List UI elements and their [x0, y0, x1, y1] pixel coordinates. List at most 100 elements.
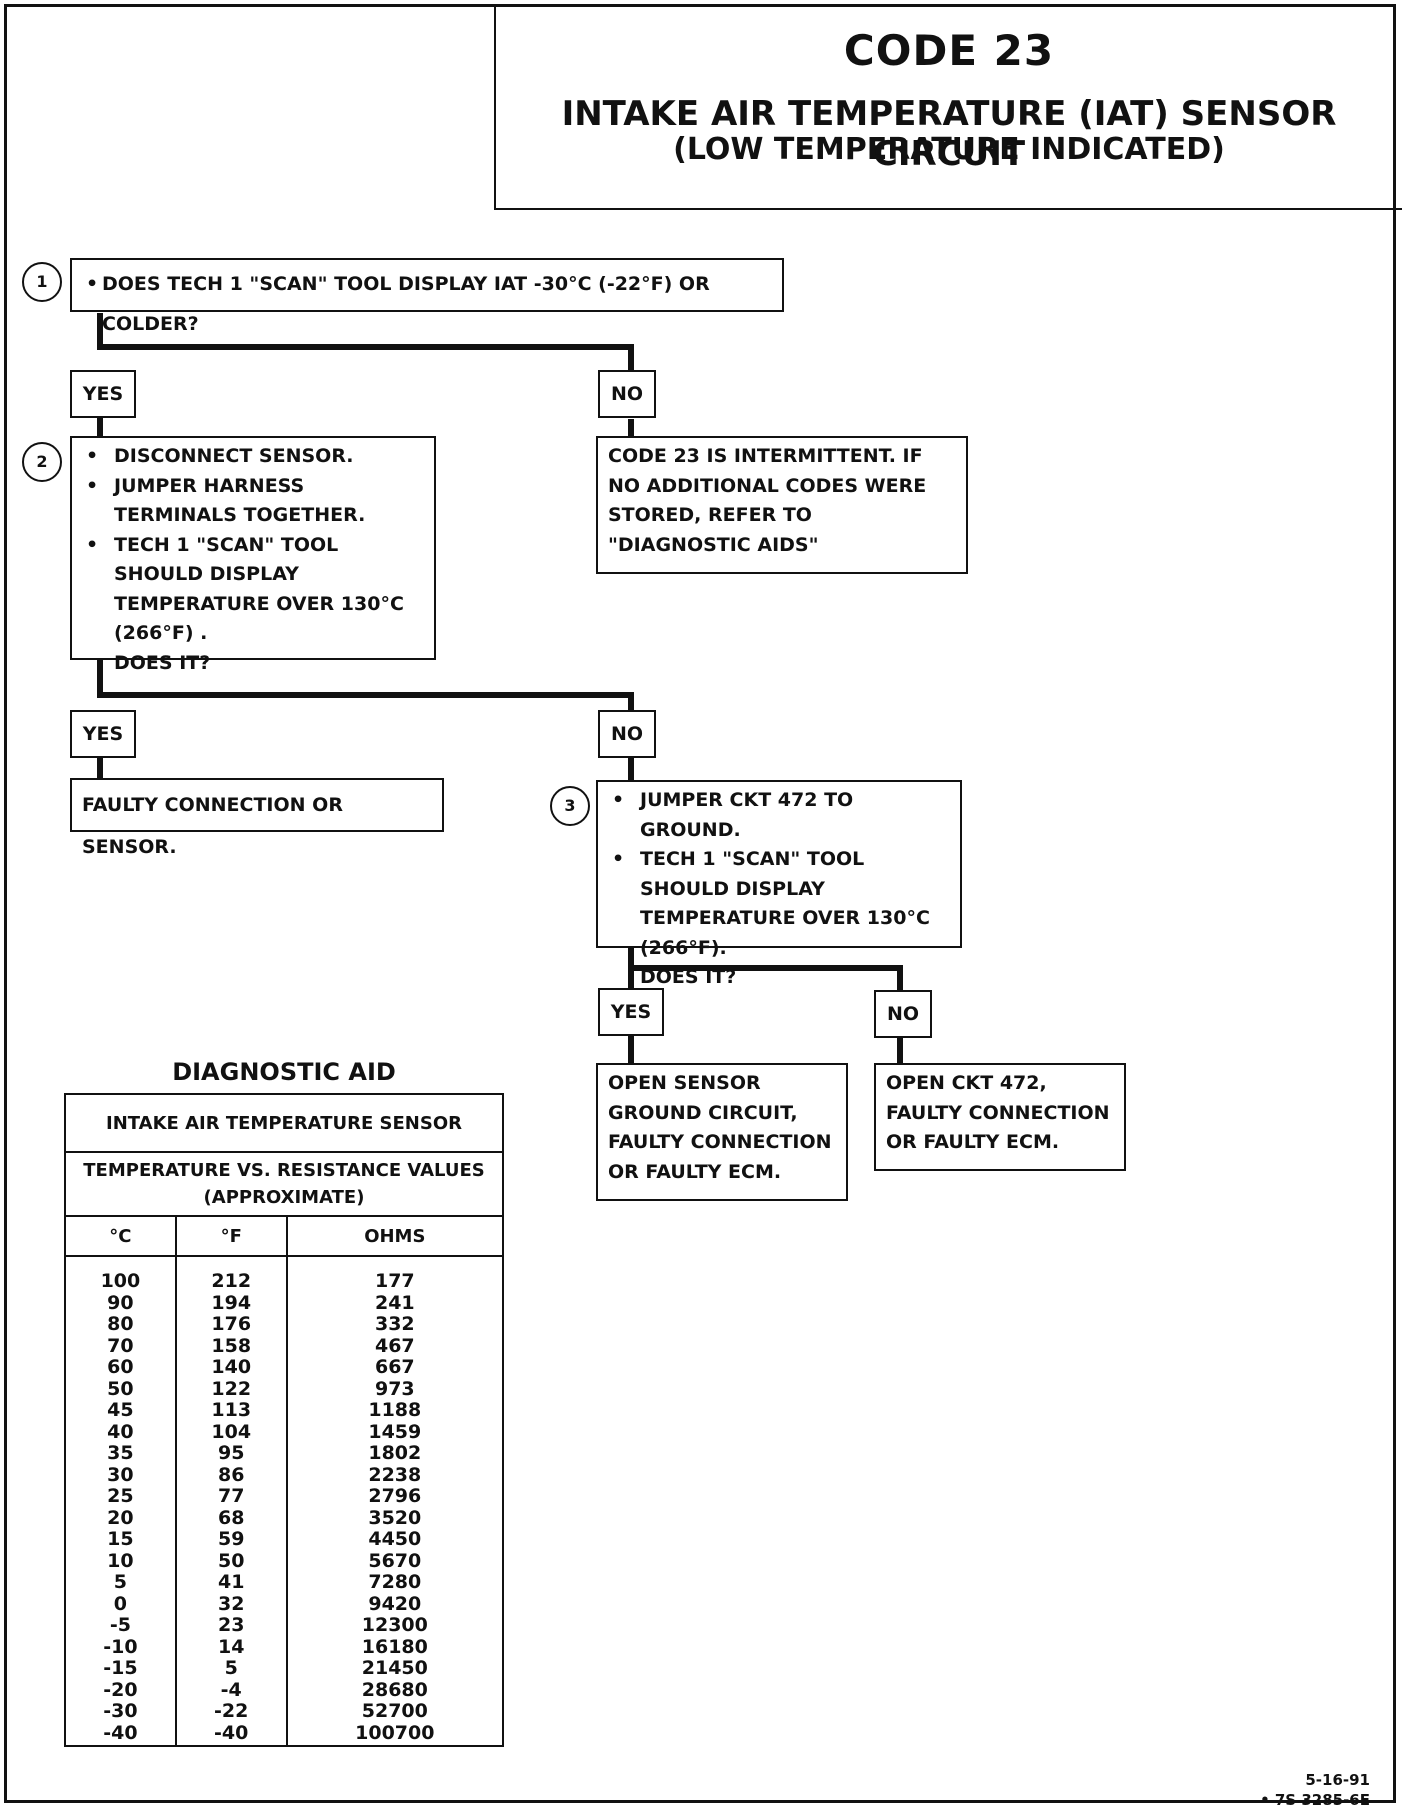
ohms-value: 100700 — [355, 1721, 435, 1744]
column-header-celsius: °C — [64, 1215, 177, 1257]
fahrenheit-value: 212 — [211, 1270, 252, 1292]
ohms-value: 2238 — [368, 1463, 422, 1486]
celsius-value: 70 — [107, 1334, 134, 1357]
fahrenheit-value: 41 — [217, 1571, 245, 1593]
ohms-value: 21450 — [361, 1657, 428, 1679]
step-3-bullet: TECH 1 "SCAN" TOOL SHOULD DISPLAY TEMPER… — [608, 845, 950, 963]
fahrenheit-value: 113 — [211, 1399, 252, 1421]
celsius-value: -10 — [103, 1635, 138, 1658]
fahrenheit-value: -40 — [214, 1721, 249, 1744]
celsius-value: 60 — [107, 1356, 134, 1378]
fahrenheit-value: 32 — [217, 1592, 245, 1615]
celsius-value: 25 — [107, 1485, 134, 1507]
result-open-ckt-472: OPEN CKT 472, FAULTY CONNECTION OR FAULT… — [874, 1063, 1126, 1171]
sensor-name: INTAKE AIR TEMPERATURE SENSOR — [64, 1093, 504, 1153]
ohms-value: 7280 — [368, 1571, 422, 1593]
step-3-number: 3 — [550, 786, 590, 826]
result-open-sensor-ground: OPEN SENSOR GROUND CIRCUIT, FAULTY CONNE… — [596, 1063, 848, 1201]
step-3-box: JUMPER CKT 472 TO GROUND. TECH 1 "SCAN" … — [596, 780, 962, 988]
fahrenheit-value: 86 — [217, 1463, 245, 1486]
ohms-value: 3520 — [368, 1506, 422, 1529]
celsius-value: 100 — [100, 1270, 141, 1292]
fahrenheit-value: 59 — [217, 1528, 245, 1550]
chart-header: CODE 23 INTAKE AIR TEMPERATURE (IAT) SEN… — [494, 4, 1402, 210]
celsius-value: -5 — [109, 1614, 131, 1636]
diagnostic-aid-table: INTAKE AIR TEMPERATURE SENSOR TEMPERATUR… — [64, 1093, 505, 1747]
celsius-value: 35 — [107, 1442, 134, 1464]
celsius-value: -30 — [103, 1700, 138, 1722]
ohms-value: 52700 — [361, 1700, 428, 1722]
step-2-no-label: NO — [598, 710, 656, 758]
ohms-value: 16180 — [361, 1635, 428, 1658]
celsius-value: 90 — [107, 1291, 134, 1314]
fahrenheit-value: 176 — [211, 1313, 252, 1335]
step-3-no-label: NO — [874, 990, 932, 1038]
ohms-value: 9420 — [368, 1592, 422, 1615]
ohms-value: 28680 — [361, 1678, 428, 1701]
step-1-yes-label: YES — [70, 370, 136, 418]
column-header-fahrenheit: °F — [174, 1215, 288, 1257]
ohms-value: 332 — [374, 1313, 415, 1335]
result-faulty-connection: FAULTY CONNECTION OR SENSOR. — [70, 778, 444, 858]
fahrenheit-value: 158 — [211, 1334, 252, 1357]
fahrenheit-value: 14 — [217, 1635, 245, 1658]
step-1-question: DOES TECH 1 "SCAN" TOOL DISPLAY IAT -30°… — [82, 264, 772, 344]
celsius-value: 15 — [107, 1528, 134, 1550]
fahrenheit-value: 77 — [217, 1485, 245, 1507]
fahrenheit-value: 194 — [211, 1291, 252, 1314]
fahrenheit-value: 140 — [211, 1356, 252, 1378]
celsius-value: 40 — [107, 1420, 134, 1443]
ohms-value: 667 — [374, 1356, 415, 1378]
step-1-no-label: NO — [598, 370, 656, 418]
column-header-ohms: OHMS — [285, 1215, 505, 1257]
fahrenheit-value: 68 — [217, 1506, 245, 1529]
step-2-bullet: TECH 1 "SCAN" TOOL SHOULD DISPLAY TEMPER… — [82, 531, 424, 649]
fahrenheit-value: 104 — [211, 1420, 252, 1443]
celsius-value: 20 — [107, 1506, 134, 1529]
step-1-box: DOES TECH 1 "SCAN" TOOL DISPLAY IAT -30°… — [70, 258, 784, 335]
celsius-value: 45 — [107, 1399, 134, 1421]
step-1-number: 1 — [22, 262, 62, 302]
ohms-value: 1188 — [368, 1399, 422, 1421]
ohms-value: 973 — [374, 1377, 415, 1400]
result-intermittent: CODE 23 IS INTERMITTENT. IF NO ADDITIONA… — [596, 436, 968, 574]
diagnostic-aid-title: DIAGNOSTIC AID — [172, 1058, 396, 1086]
step-2-yes-label: YES — [70, 710, 136, 758]
step-2-box: DISCONNECT SENSOR. JUMPER HARNESS TERMIN… — [70, 436, 436, 674]
footer-ref: • 7S 3285-6E — [1260, 1791, 1370, 1809]
celsius-value: 0 — [113, 1592, 128, 1615]
celsius-value: 80 — [107, 1313, 134, 1335]
celsius-value: -20 — [103, 1678, 138, 1701]
page-frame — [4, 4, 1396, 1803]
ohms-value: 12300 — [361, 1614, 428, 1636]
code-title: CODE 23 — [843, 26, 1055, 75]
celsius-value: 30 — [107, 1463, 134, 1486]
table-heading: TEMPERATURE VS. RESISTANCE VALUES (APPRO… — [64, 1151, 504, 1217]
chart-title: INTAKE AIR TEMPERATURE (IAT) SENSOR CIRC… — [561, 94, 1337, 174]
ohms-value: 177 — [374, 1270, 415, 1292]
step-3-yes-label: YES — [598, 988, 664, 1036]
celsius-value: 10 — [107, 1549, 134, 1572]
footer: 5-16-91 • 7S 3285-6E — [1260, 1770, 1370, 1810]
ohms-value: 467 — [374, 1334, 415, 1357]
step-2-bullet: JUMPER HARNESS TERMINALS TOGETHER. — [82, 472, 424, 531]
ohms-value: 1802 — [368, 1442, 422, 1464]
fahrenheit-value: 23 — [217, 1614, 245, 1636]
step-3-question: DOES IT? — [640, 966, 737, 988]
fahrenheit-value: 50 — [217, 1549, 245, 1572]
celsius-value: -15 — [103, 1657, 138, 1679]
celsius-value: 50 — [107, 1377, 134, 1400]
fahrenheit-value: -4 — [220, 1678, 242, 1701]
ohms-value: 1459 — [368, 1420, 422, 1443]
footer-date: 5-16-91 — [1305, 1771, 1370, 1789]
fahrenheit-value: 95 — [217, 1442, 245, 1464]
step-2-bullet: DISCONNECT SENSOR. — [82, 442, 424, 472]
ohms-value: 241 — [374, 1291, 415, 1314]
ohms-value: 2796 — [368, 1485, 422, 1507]
ohms-value: 5670 — [368, 1549, 422, 1572]
celsius-value: 5 — [113, 1571, 128, 1593]
fahrenheit-value: -22 — [214, 1700, 249, 1722]
